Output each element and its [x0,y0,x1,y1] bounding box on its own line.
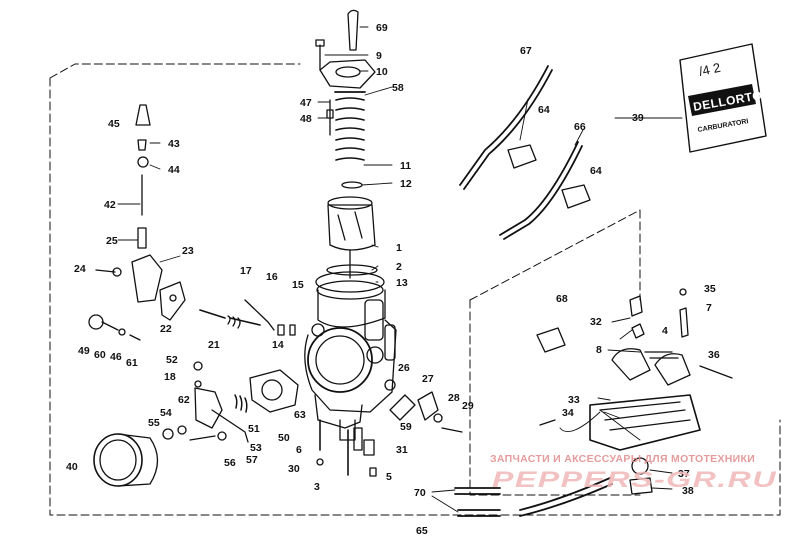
watermark-line1: ЗАПЧАСТИ И АКСЕССУАРЫ ДЛЯ МОТОТЕХНИКИ [490,453,755,465]
part-label-31: 31 [396,444,408,456]
part-label-52: 52 [166,354,178,366]
part-label-54: 54 [160,407,172,419]
part-label-69: 69 [376,22,388,34]
part-label-45: 45 [108,118,120,130]
carburetor-body [304,271,397,441]
part-label-64: 64 [590,165,602,177]
part-label-5: 5 [386,471,392,483]
part-label-48: 48 [300,113,312,125]
assembly-frame [49,63,781,516]
part-label-53: 53 [250,442,262,454]
part-label-32: 32 [590,316,602,328]
part-label-3: 3 [314,481,320,493]
part-label-17: 17 [240,265,252,277]
part-label-49: 49 [78,345,90,357]
leader-lines [117,26,683,513]
part-label-9: 9 [376,50,382,62]
part-label-40: 40 [66,461,78,473]
part-label-23: 23 [182,245,194,257]
part-label-36: 36 [708,349,720,361]
part-label-1: 1 [396,242,402,254]
part-label-35: 35 [704,283,716,295]
part-label-18: 18 [164,371,176,383]
part-label-58: 58 [392,82,404,94]
part-label-10: 10 [376,66,388,78]
part-label-51: 51 [248,423,260,435]
part-label-62: 62 [178,394,190,406]
part-label-59: 59 [400,421,412,433]
drain-screws [316,419,377,477]
package-handwriting: /4 2 [698,60,722,79]
part-label-66: 66 [574,121,586,133]
part-label-37: 37 [678,468,690,480]
part-label-42: 42 [104,199,116,211]
top-cap-spring [315,9,376,189]
part-label-22: 22 [160,323,172,335]
part-label-68: 68 [556,293,568,305]
part-label-15: 15 [292,279,304,291]
part-label-63: 63 [294,409,306,421]
part-label-24: 24 [74,263,86,275]
part-label-46: 46 [110,351,122,363]
part-label-30: 30 [288,463,300,475]
watermark: ЗАПЧАСТИ И АКСЕССУАРЫ ДЛЯ МОТОТЕХНИКИ PE… [490,453,777,492]
dellorto-package [679,43,767,153]
part-label-34: 34 [562,407,574,419]
part-label-28: 28 [448,392,460,404]
part-label-38: 38 [682,485,694,497]
part-label-43: 43 [168,138,180,150]
part-label-26: 26 [398,362,410,374]
part-label-16: 16 [266,271,278,283]
part-label-25: 25 [106,235,118,247]
vent-tubes [454,65,613,517]
part-label-70: 70 [414,487,426,499]
part-label-2: 2 [396,261,402,273]
part-label-57: 57 [246,454,258,466]
accelerator-pump-parts [162,361,299,443]
part-label-4: 4 [662,325,668,337]
part-label-11: 11 [400,160,411,172]
part-label-47: 47 [300,97,312,109]
part-label-61: 61 [126,357,138,369]
part-label-14: 14 [272,339,284,351]
part-label-44: 44 [168,164,180,176]
part-label-56: 56 [224,457,236,469]
part-label-27: 27 [422,373,434,385]
intake-sleeve [93,433,159,487]
part-label-7: 7 [706,302,712,314]
watermark-line2: PEPPERS-GR.RU [492,467,777,492]
part-label-64: 64 [538,104,550,116]
part-label-33: 33 [568,394,580,406]
part-label-65: 65 [416,525,428,537]
part-label-39: 39 [632,112,644,124]
jet-parts [199,299,296,336]
part-label-29: 29 [462,400,474,412]
part-label-50: 50 [278,432,290,444]
throttle-slide [326,196,378,279]
part-label-55: 55 [148,417,160,429]
part-label-21: 21 [208,339,220,351]
part-label-67: 67 [520,45,532,57]
part-label-8: 8 [596,344,602,356]
part-label-60: 60 [94,349,106,361]
idle-screw-parts [389,391,463,433]
part-label-13: 13 [396,277,408,289]
part-label-12: 12 [400,178,412,190]
tube-clips [507,144,591,209]
choke-assembly-parts [88,104,186,341]
float-bowl-assembly [536,288,733,495]
part-label-6: 6 [296,444,302,456]
